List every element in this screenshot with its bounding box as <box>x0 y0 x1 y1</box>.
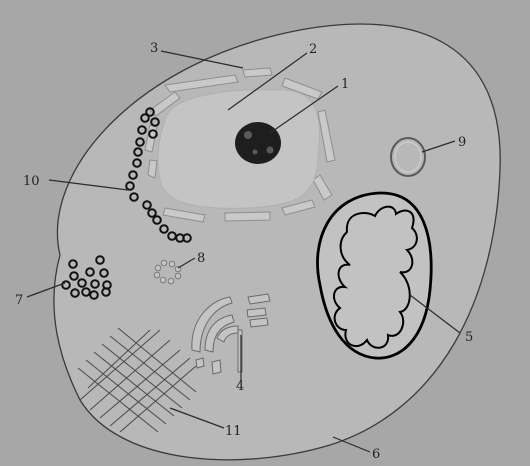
label-7: 7 <box>15 293 23 308</box>
label-9: 9 <box>458 135 466 150</box>
label-8: 8 <box>197 251 205 266</box>
label-5: 5 <box>465 330 473 345</box>
label-10: 10 <box>23 174 40 189</box>
label-4: 4 <box>236 379 244 394</box>
label-6: 6 <box>372 447 380 462</box>
label-1: 1 <box>341 77 349 92</box>
label-3: 3 <box>150 41 158 56</box>
nucleolus <box>235 122 281 164</box>
label-2: 2 <box>309 42 317 57</box>
label-11: 11 <box>225 424 242 439</box>
